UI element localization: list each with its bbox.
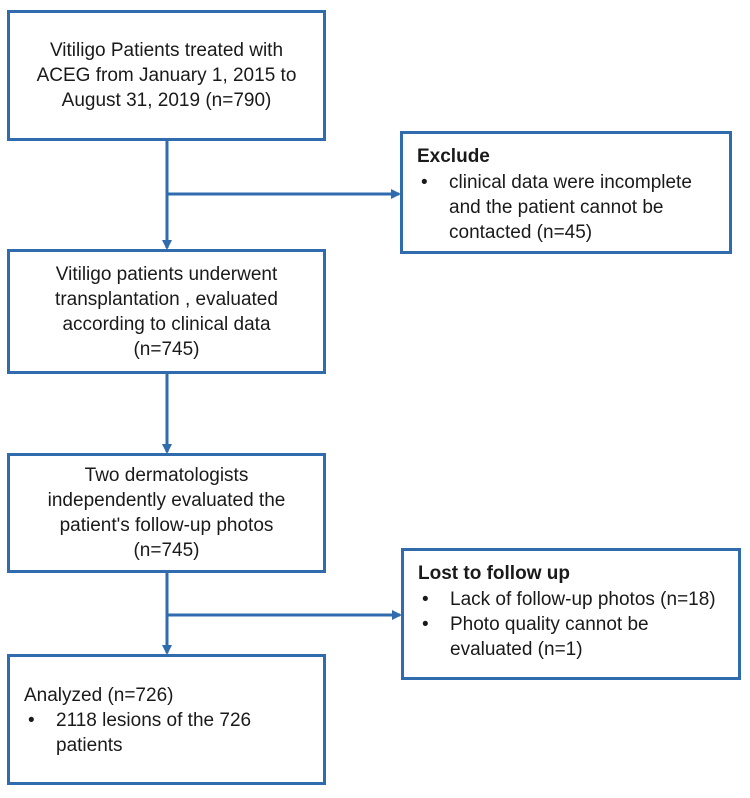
step-line: August 31, 2019 (n=790) <box>61 90 272 111</box>
analyzed-box: Analyzed (n=726) • 2118 lesions of the 7… <box>7 654 326 785</box>
bullet-icon: • <box>422 589 429 610</box>
bullet-icon: • <box>422 614 429 635</box>
exclude-list: • clinical data were incomplete and the … <box>417 170 717 245</box>
analyzed-item: • 2118 lesions of the 726 patients <box>24 708 311 758</box>
exclude-item-text: clinical data were incomplete and the pa… <box>449 172 692 243</box>
step-box-transplantation: Vitiligo patients underwent transplantat… <box>7 249 326 374</box>
lost-title: Lost to follow up <box>418 563 570 584</box>
analyzed-title: Analyzed (n=726) <box>24 685 174 706</box>
step-line: (n=745) <box>133 338 200 360</box>
step-line: patient's follow-up photos <box>59 515 274 536</box>
analyzed-item-text: 2118 lesions of the 726 patients <box>56 710 252 756</box>
step-line: ACEG from January 1, 2015 to <box>36 65 297 86</box>
exclude-title: Exclude <box>417 146 490 167</box>
step-line: Two dermatologists <box>84 465 249 486</box>
step-line: independently evaluated the <box>47 490 286 511</box>
lost-item-text: Lack of follow-up photos (n=18) <box>450 589 716 610</box>
step-line: Vitiligo Patients treated with <box>49 40 284 61</box>
lost-item: • Lack of follow-up photos (n=18) <box>418 587 726 612</box>
bullet-icon: • <box>28 710 35 731</box>
exclude-box: Exclude • clinical data were incomplete … <box>400 131 732 254</box>
step-box-dermatologist-evaluation: Two dermatologists independently evaluat… <box>7 453 326 573</box>
bullet-icon: • <box>421 172 428 193</box>
step-line: according to clinical data <box>62 313 271 335</box>
lost-to-follow-up-box: Lost to follow up • Lack of follow-up ph… <box>401 548 741 680</box>
step-line: transplantation , evaluated <box>55 288 278 310</box>
exclude-item: • clinical data were incomplete and the … <box>417 170 717 245</box>
lost-item: • Photo quality cannot be evaluated (n=1… <box>418 612 726 662</box>
step-box-initial-patients: Vitiligo Patients treated with ACEG from… <box>7 10 326 141</box>
step-line: (n=745) <box>133 540 200 561</box>
lost-list: • Lack of follow-up photos (n=18) • Phot… <box>418 587 726 662</box>
analyzed-list: • 2118 lesions of the 726 patients <box>24 708 311 758</box>
step-line: Vitiligo patients underwent <box>55 263 278 285</box>
lost-item-text: Photo quality cannot be evaluated (n=1) <box>450 614 649 660</box>
